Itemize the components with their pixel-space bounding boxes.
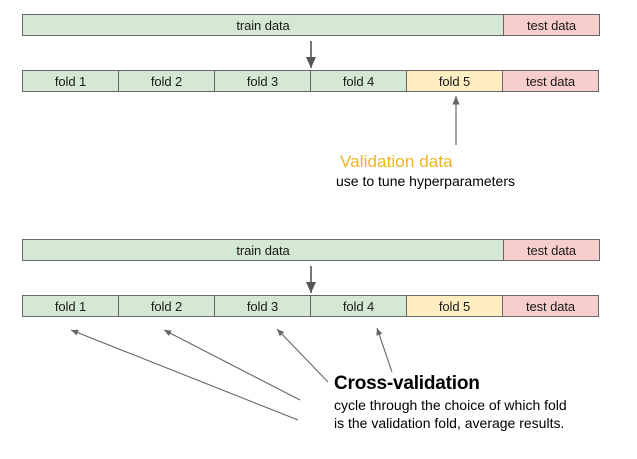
arrow-to-fold-4-icon bbox=[376, 327, 393, 373]
validation-data-label: Validation data bbox=[340, 152, 453, 171]
cross-validation-label: Cross-validation bbox=[334, 373, 480, 394]
segment-test-data: test data bbox=[503, 239, 600, 261]
segment-fold-5-validation: fold 5 bbox=[406, 70, 503, 92]
segment-test-data: test data bbox=[502, 70, 599, 92]
top-train-test-split-bar: train data test data bbox=[22, 14, 600, 36]
validation-data-description: use to tune hyperparameters bbox=[336, 173, 515, 189]
segment-fold-1: fold 1 bbox=[22, 70, 119, 92]
segment-fold-4: fold 4 bbox=[310, 70, 407, 92]
segment-fold-3: fold 3 bbox=[214, 295, 311, 317]
segment-fold-4: fold 4 bbox=[310, 295, 407, 317]
arrow-to-fold-3-icon bbox=[276, 328, 329, 383]
bottom-train-test-split-bar: train data test data bbox=[22, 239, 600, 261]
cross-validation-description-line-1: cycle through the choice of which fold bbox=[334, 397, 567, 413]
segment-train-data: train data bbox=[22, 14, 504, 36]
segment-fold-2: fold 2 bbox=[118, 70, 215, 92]
top-fold-split-bar: fold 1 fold 2 fold 3 fold 4 fold 5 test … bbox=[22, 70, 600, 92]
segment-fold-5-validation: fold 5 bbox=[406, 295, 503, 317]
segment-test-data: test data bbox=[502, 295, 599, 317]
bottom-fold-split-bar: fold 1 fold 2 fold 3 fold 4 fold 5 test … bbox=[22, 295, 600, 317]
segment-train-data: train data bbox=[22, 239, 504, 261]
cross-validation-description-line-2: is the validation fold, average results. bbox=[334, 415, 565, 431]
arrow-to-fold-2-icon bbox=[163, 329, 301, 401]
segment-test-data: test data bbox=[503, 14, 600, 36]
segment-fold-2: fold 2 bbox=[118, 295, 215, 317]
segment-fold-1: fold 1 bbox=[22, 295, 119, 317]
arrow-to-fold-1-icon bbox=[70, 329, 299, 421]
segment-fold-3: fold 3 bbox=[214, 70, 311, 92]
